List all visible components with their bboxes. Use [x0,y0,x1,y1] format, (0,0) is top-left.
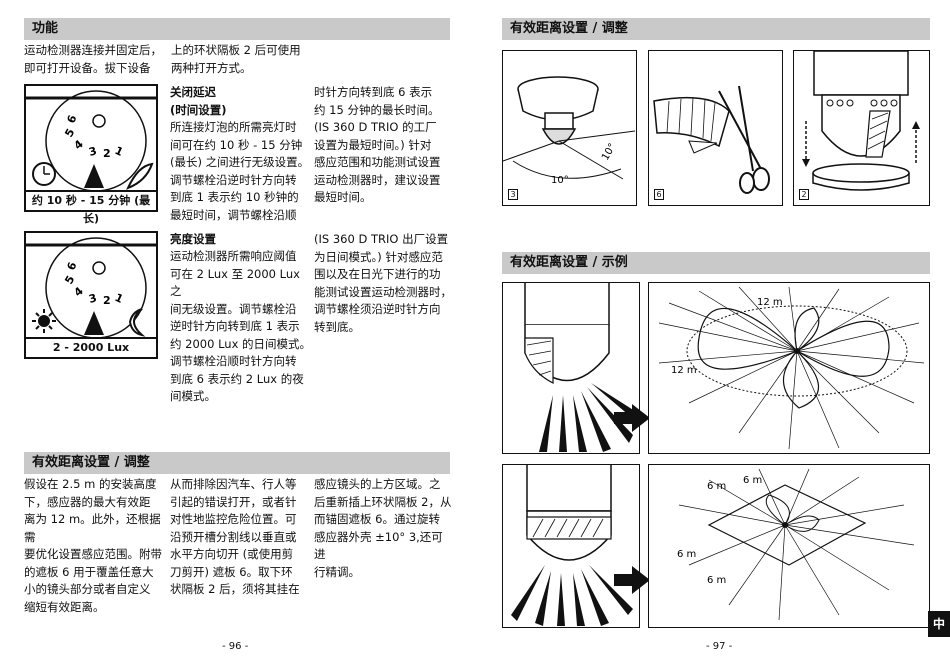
dial-digit-2: 2 [103,294,111,307]
crescent-indicator-icon [126,162,154,190]
sensor-side-view [524,283,638,452]
arrow-right-icon [614,566,650,594]
dial-digit-5: 5 [62,273,77,286]
dial-digit-4: 4 [72,137,86,152]
figure-number: 2 [799,189,809,200]
brightness-body-col3: (IS 360 D TRIO 出厂设置 为日间模式。) 针对感应范 围以及在日光… [314,232,452,334]
lux-dial-illustration: 6 5 4 3 2 1 2 - 2000 Lux [24,231,158,359]
dial-digit-6: 6 [65,260,80,272]
figure-number: 3 [508,189,518,200]
example2-range-pattern: 6 m 6 m 6 m 6 m [648,464,930,628]
sun-icon [32,309,56,333]
dial-digit-3: 3 [87,291,98,306]
scissors-illustration [653,85,770,194]
dial-digit-1: 1 [113,291,125,306]
brightness-body: 运动检测器所需响应阈值 可在 2 Lux 至 2000 Lux 之 间无级设置。… [170,249,312,403]
lux-dial-graphic: 6 5 4 3 2 1 [26,237,156,339]
section-title: 有效距离设置 / 示例 [510,255,628,270]
range-text-col1: 假设在 2.5 m 的安装高度 下，感应器的最大有效距 离为 12 m。此外，还… [24,477,162,614]
figure-rotation: 10° 10° 3 [502,50,637,206]
range-label-2: 6 m [743,475,762,486]
page-number-right: - 97 - [706,641,733,652]
arrow-up-icon [912,121,920,129]
range-pattern-6m: 6 m 6 m 6 m 6 m [677,468,915,621]
section-title: 有效距离设置 / 调整 [510,21,628,36]
ring-illustration [802,50,920,191]
dial-digit-4: 4 [72,284,86,299]
intro-text-col1: 运动检测器连接并固定后， 即可打开设备。拔下设备 [24,43,162,75]
time-dial-label: 约 10 秒 - 15 分钟 (最长) [26,190,156,225]
sensor-dot-icon [782,522,788,528]
range-rays [658,286,925,450]
range-square [707,484,867,566]
range-label-1: 6 m [707,481,726,492]
arrow-down-icon [802,159,810,167]
scissors-icon [752,167,770,191]
section-title: 有效距离设置 / 调整 [32,455,150,470]
figure-cut-shield: 6 [648,50,783,206]
arrow-right-icon [614,404,650,432]
angle-label-2: 10° [600,142,618,163]
section-header-adjust: 有效距离设置 / 调整 [502,18,930,40]
range-label-left: 12 m [671,365,697,376]
brightness-heading: 亮度设置 [170,232,216,246]
range-pattern-12m: 12 m 12 m [658,286,925,450]
range-text-col3: 感应镜头的上方区域。之 后重新插上环状隔板 2，从 而锚固遮板 6。通过旋转 感… [314,477,452,579]
example2-sensor-figure [502,464,640,628]
dial-digit-5: 5 [62,126,77,139]
dial-digit-6: 6 [65,113,80,125]
language-tab: 中 [928,611,950,637]
time-dial-illustration: 6 5 4 3 2 1 约 10 秒 - 15 分钟 (最长) [24,84,158,225]
delay-heading: 关闭延迟 (时间设置) [170,85,227,117]
delay-body: 所连接灯泡的所需亮灯时 间可在约 10 秒 - 15 分钟 (最长) 之间进行无… [170,120,310,222]
figure-ring-separator: 2 [793,50,930,206]
range-text-col2: 从而排除因汽车、行人等 引起的错误打开，或者针 对性地监控危险位置。可 沿预开槽… [170,477,300,596]
example1-range-pattern: 12 m 12 m [648,282,930,454]
section-header-function: 功能 [24,18,450,40]
pointer-triangle-icon [84,164,104,188]
dial-digit-3: 3 [87,144,98,159]
moon-icon [128,308,146,337]
rotation-illustration: 10° 10° [502,76,636,186]
section-header-range: 有效距离设置 / 调整 [24,452,450,474]
delay-body-col3: 时针方向转到底 6 表示 约 15 分钟的最长时间。 (IS 360 D TRI… [314,85,441,204]
page-number-left: - 96 - [222,641,249,652]
lux-dial-label: 2 - 2000 Lux [26,337,156,357]
sensor-dot-icon [794,348,800,354]
example1-sensor-figure [502,282,640,454]
figure-number: 6 [654,189,664,200]
time-dial-graphic: 6 5 4 3 2 1 [26,90,156,192]
angle-label-1: 10° [551,175,569,186]
section-header-example: 有效距离设置 / 示例 [502,252,930,274]
section-title: 功能 [32,21,59,36]
pointer-triangle-icon [84,311,104,335]
dial-digit-2: 2 [103,147,111,160]
range-label-top: 12 m [757,297,783,308]
sensor-shielded-view [511,465,633,626]
intro-text-col2: 上的环状隔板 2 后可使用 两种打开方式。 [171,43,301,75]
range-label-3: 6 m [677,549,696,560]
dial-digit-1: 1 [113,144,125,159]
range-label-4: 6 m [707,575,726,586]
